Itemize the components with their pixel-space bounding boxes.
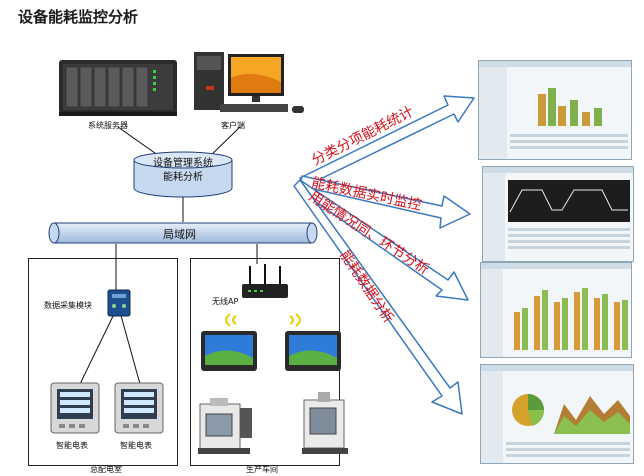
server-label: 系统服务器	[88, 121, 128, 130]
arrow-3	[295, 179, 469, 301]
arrow-1	[299, 95, 475, 187]
tablet-terminal-icon-2	[285, 331, 341, 371]
router-label: 无线AP	[212, 297, 239, 306]
client-pc-icon	[194, 52, 304, 113]
database-label-line1: 设备管理系统	[153, 158, 213, 169]
tablet-terminal-icon-1	[201, 331, 257, 371]
database-icon	[133, 151, 233, 198]
wireless-router-icon	[242, 264, 288, 298]
screenshot-energy-statistics	[478, 60, 632, 160]
group-label-distribution: 总配电室	[90, 465, 122, 474]
meter-label-2: 智能电表	[120, 441, 152, 450]
lan-label: 局域网	[163, 228, 196, 241]
data-collector-icon	[107, 289, 131, 317]
screenshot-data-analysis	[480, 364, 634, 464]
group-box-distribution	[28, 258, 178, 466]
cnc-machine-icon-2	[302, 392, 348, 454]
smart-meter-icon-2	[114, 382, 164, 434]
smart-meter-icon-1	[50, 382, 100, 434]
screenshot-realtime-monitor	[482, 166, 634, 262]
client-label: 客户端	[221, 121, 245, 130]
cnc-machine-icon-1	[198, 398, 252, 454]
arrow-4	[293, 179, 463, 415]
meter-label-1: 智能电表	[56, 441, 88, 450]
page-title: 设备能耗监控分析	[18, 8, 139, 26]
database-label: 设备管理系统 能耗分析	[134, 157, 232, 185]
group-label-workshop: 生产车间	[246, 465, 278, 474]
collector-label: 数据采集模块	[44, 301, 92, 310]
lan-bar	[48, 222, 318, 244]
server-icon	[59, 60, 177, 116]
screenshot-usage-analysis	[480, 262, 632, 358]
arrow-2	[299, 175, 471, 229]
database-label-line2: 能耗分析	[163, 172, 203, 183]
